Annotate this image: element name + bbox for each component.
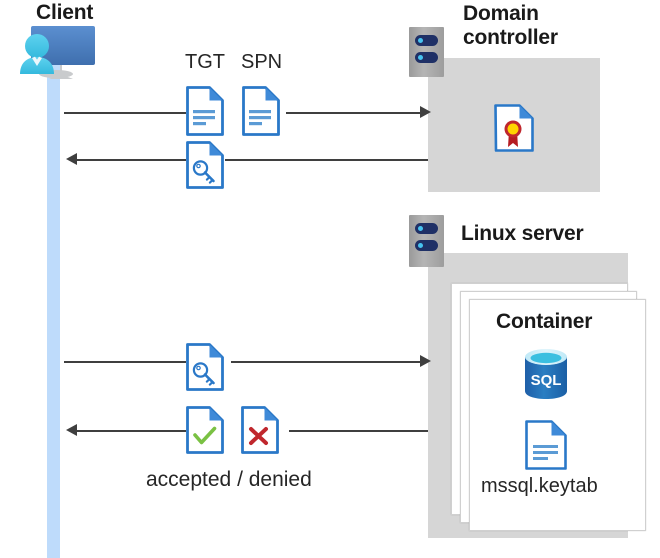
sql-database-text: SQL: [531, 372, 562, 389]
arrow-head-to-client-2: [66, 424, 77, 436]
spn-label: SPN: [241, 51, 283, 73]
accepted-document-check-icon: [185, 405, 225, 455]
connector-line-tgt-left: [64, 112, 186, 114]
connector-line-result-right: [289, 430, 428, 432]
container-label: Container: [496, 310, 593, 333]
tgt-label: TGT: [185, 51, 225, 73]
keytab-document-lines-icon: [524, 419, 568, 471]
connector-line-to-linux-right: [231, 361, 422, 363]
connector-line-result-left: [77, 430, 186, 432]
client-monitor-user-icon: [10, 22, 102, 84]
client-label: Client: [36, 1, 94, 24]
connector-line-ticket-back-left: [77, 159, 186, 161]
spn-document-lines-icon: [241, 85, 281, 137]
connector-line-ticket-back-right: [225, 159, 428, 161]
container-card-front: [469, 299, 646, 531]
keytab-filename-label: mssql.keytab: [481, 475, 598, 497]
accepted-denied-caption: accepted / denied: [146, 468, 312, 491]
arrow-head-to-linux-server: [420, 355, 431, 367]
client-lifeline: [47, 60, 60, 558]
linux-server-server-rack-icon: [409, 215, 444, 267]
certificate-document-icon: [493, 103, 535, 153]
ticket-document-key-icon: [185, 140, 225, 190]
arrow-head-to-client-1: [66, 153, 77, 165]
denied-document-cross-icon: [240, 405, 280, 455]
domain-controller-label-line1: Domain: [463, 2, 539, 25]
arrow-head-to-domain-controller-1: [420, 106, 431, 118]
sql-database-icon: SQL: [521, 347, 571, 401]
tgt-document-lines-icon: [185, 85, 225, 137]
domain-controller-server-rack-icon: [409, 27, 444, 77]
domain-controller-label-line2: controller: [463, 26, 558, 49]
connector-line-to-linux-left: [64, 361, 186, 363]
connector-line-spn-right: [286, 112, 422, 114]
request-document-key-icon: [185, 342, 225, 392]
linux-server-label: Linux server: [461, 222, 584, 245]
